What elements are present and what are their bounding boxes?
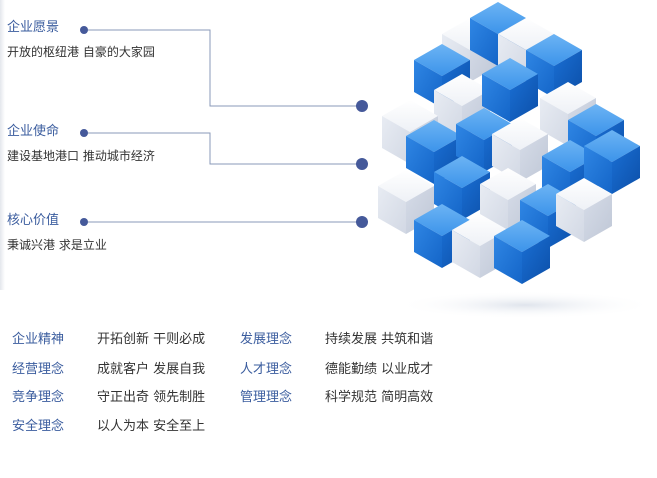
section-desc: 开放的枢纽港 自豪的大家园 (7, 45, 155, 59)
value-label: 安全理念 (12, 419, 65, 434)
value-end-dot (356, 216, 368, 228)
mission-start-dot (80, 129, 88, 137)
value-text: 成就客户 发展自我 (97, 362, 206, 377)
section-desc: 建设基地港口 推动城市经济 (7, 149, 155, 163)
value-label: 管理理念 (240, 390, 293, 405)
vision-end-dot (356, 100, 368, 112)
value-label: 发展理念 (240, 332, 293, 347)
value-text: 以人为本 安全至上 (97, 419, 206, 434)
section-vision: 企业愿景 开放的枢纽港 自豪的大家园 (7, 20, 155, 60)
value-text: 持续发展 共筑和谐 (325, 332, 434, 347)
section-title: 企业使命 (7, 124, 60, 139)
mission-end-dot (356, 158, 368, 170)
vision-start-dot (80, 26, 88, 34)
left-edge-shade (0, 0, 5, 290)
value-label: 人才理念 (240, 362, 293, 377)
section-core-value: 核心价值 秉诚兴港 求是立业 (7, 213, 107, 253)
value-label: 经营理念 (12, 362, 65, 377)
value-label: 竞争理念 (12, 390, 65, 405)
value-text: 科学规范 简明高效 (325, 390, 434, 405)
section-mission: 企业使命 建设基地港口 推动城市经济 (7, 124, 155, 164)
connector-lines (80, 26, 368, 228)
value-start-dot (80, 218, 88, 226)
mission-connector-line (84, 132, 362, 165)
cube-cluster-illustration (378, 2, 655, 319)
value-text: 开拓创新 干则必成 (97, 332, 206, 347)
value-text: 德能勤绩 以业成才 (325, 362, 434, 377)
vision-connector-line (84, 29, 362, 107)
section-title: 企业愿景 (7, 20, 60, 35)
section-title: 核心价值 (7, 213, 60, 228)
section-desc: 秉诚兴港 求是立业 (7, 238, 107, 252)
value-text: 守正出奇 领先制胜 (97, 390, 206, 405)
value-label: 企业精神 (12, 332, 65, 347)
